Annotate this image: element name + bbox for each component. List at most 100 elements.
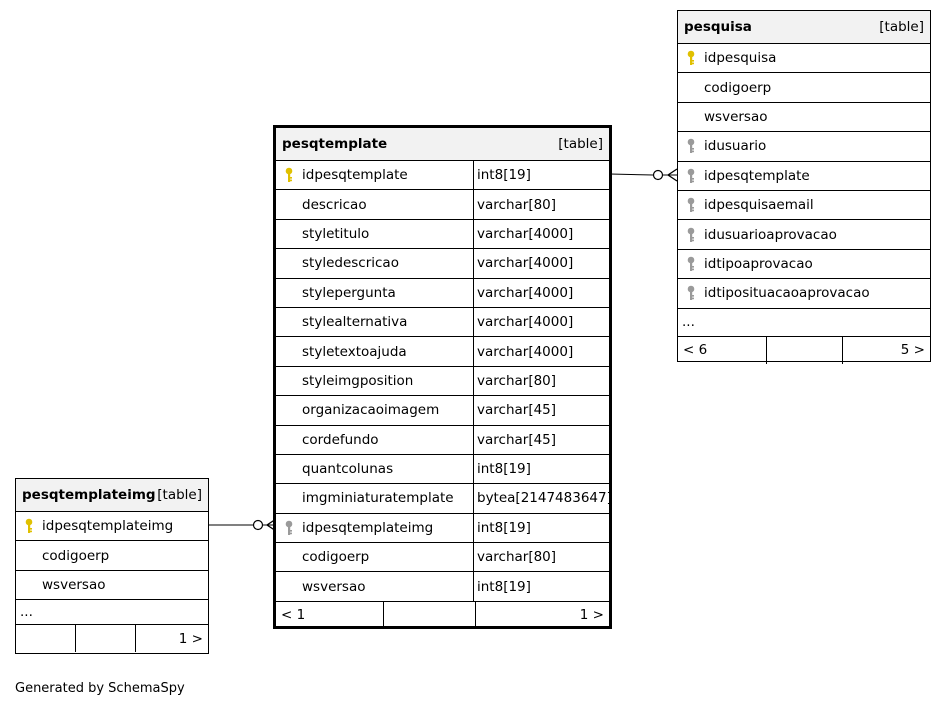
column-name: codigoerp — [302, 549, 370, 566]
footer-middle-cell — [75, 625, 135, 653]
column-row-idpesquisa[interactable]: idpesquisa — [678, 44, 930, 74]
column-row-idpesquisaemail[interactable]: idpesquisaemail — [678, 191, 930, 221]
primary-key-icon — [24, 518, 34, 534]
table-header: pesqtemplate [table] — [276, 128, 609, 161]
foreign-key-icon — [686, 256, 696, 272]
table-header: pesqtemplateimg [table] — [16, 479, 208, 512]
table-footer: < 6 5 > — [678, 336, 930, 364]
column-name: idpesquisaemail — [704, 197, 814, 214]
column-datatype: varchar[4000] — [473, 337, 609, 366]
more-columns-indicator: ... — [682, 314, 695, 331]
column-row-idusuarioaprovacao[interactable]: idusuarioaprovacao — [678, 220, 930, 250]
column-row-wsversao[interactable]: wsversao — [678, 103, 930, 133]
generated-by-credit: Generated by SchemaSpy — [15, 681, 185, 696]
column-row-idpesqtemplate[interactable]: idpesqtemplate int8[19] — [276, 161, 609, 191]
table-type-label: [table] — [157, 487, 202, 503]
table-type-label: [table] — [558, 136, 603, 152]
column-name: styletitulo — [302, 225, 370, 242]
parents-count[interactable] — [16, 625, 75, 652]
relationship-pesqtemplate-to-pesqtemplateimg — [208, 518, 277, 532]
column-name: idusuario — [704, 138, 767, 155]
children-count[interactable]: 1 > — [135, 625, 208, 653]
column-row-idpesqtemplateimg[interactable]: idpesqtemplateimg — [16, 512, 208, 542]
table-type-label: [table] — [879, 19, 924, 35]
column-row-idtiposituacaoaprovacao[interactable]: idtiposituacaoaprovacao — [678, 279, 930, 309]
column-name: organizacaoimagem — [302, 402, 440, 419]
column-row-wsversao[interactable]: wsversao int8[19] — [276, 572, 609, 602]
column-row-codigoerp[interactable]: codigoerp varchar[80] — [276, 543, 609, 573]
foreign-key-icon — [686, 197, 696, 213]
column-name: wsversao — [704, 108, 768, 125]
table-pesqtemplate[interactable]: pesqtemplate [table] idpesqtemplate int8[… — [273, 125, 612, 629]
more-columns-row: ... — [16, 600, 208, 626]
column-row-idusuario[interactable]: idusuario — [678, 132, 930, 162]
column-row-styletextoajuda[interactable]: styletextoajuda varchar[4000] — [276, 337, 609, 367]
column-name: stylealternativa — [302, 314, 408, 331]
column-name: codigoerp — [42, 547, 110, 564]
column-name: cordefundo — [302, 431, 379, 448]
table-pesqtemplateimg[interactable]: pesqtemplateimg [table] idpesqtemplateim… — [15, 478, 209, 654]
table-header: pesquisa [table] — [678, 11, 930, 44]
foreign-key-icon — [686, 138, 696, 154]
column-datatype: varchar[80] — [473, 190, 609, 219]
column-name: idpesqtemplateimg — [42, 518, 174, 535]
column-datatype: varchar[45] — [473, 396, 609, 425]
column-name: idpesqtemplateimg — [302, 519, 434, 536]
column-name: styletextoajuda — [302, 343, 407, 360]
column-name: idpesqtemplate — [704, 167, 810, 184]
table-name: pesqtemplate — [282, 136, 388, 152]
column-name: idpesquisa — [704, 50, 777, 67]
more-columns-row: ... — [678, 309, 930, 337]
column-name: idpesqtemplate — [302, 167, 408, 184]
column-row-cordefundo[interactable]: cordefundo varchar[45] — [276, 425, 609, 455]
column-row-imgminiaturatemplate[interactable]: imgminiaturatemplate bytea[2147483647] — [276, 484, 612, 514]
children-count[interactable]: 5 > — [842, 336, 930, 364]
foreign-key-icon — [686, 168, 696, 184]
footer-middle-cell — [766, 336, 842, 364]
column-name: codigoerp — [704, 79, 772, 96]
column-row-styleimgposition[interactable]: styleimgposition varchar[80] — [276, 366, 609, 397]
column-row-organizacaoimagem[interactable]: organizacaoimagem varchar[45] — [276, 396, 609, 426]
column-row-idpesqtemplate[interactable]: idpesqtemplate — [678, 162, 930, 191]
column-datatype: varchar[80] — [473, 543, 609, 572]
table-name: pesquisa — [684, 19, 752, 35]
column-name: wsversao — [302, 578, 366, 595]
more-columns-indicator: ... — [20, 604, 33, 621]
column-row-idpesqtemplateimg[interactable]: idpesqtemplateimg int8[19] — [276, 513, 609, 544]
column-datatype: int8[19] — [473, 161, 609, 190]
table-footer: < 1 1 > — [276, 601, 609, 629]
column-datatype: int8[19] — [473, 513, 609, 543]
relationship-pesquisa-to-pesqtemplate — [609, 168, 678, 182]
table-pesquisa[interactable]: pesquisa [table] idpesquisa codigoerp wsve… — [677, 10, 931, 364]
column-datatype: bytea[2147483647] — [473, 484, 612, 513]
column-row-idtipoaprovacao[interactable]: idtipoaprovacao — [678, 250, 930, 280]
parents-count[interactable]: < 6 — [683, 342, 708, 359]
column-datatype: varchar[45] — [473, 425, 609, 454]
column-name: idtiposituacaoaprovacao — [704, 285, 870, 302]
column-row-codigoerp[interactable]: codigoerp — [678, 73, 930, 103]
column-datatype: varchar[80] — [473, 366, 609, 396]
column-row-codigoerp[interactable]: codigoerp — [16, 541, 208, 571]
column-datatype: varchar[4000] — [473, 249, 609, 278]
primary-key-icon — [686, 50, 696, 66]
column-name: wsversao — [42, 576, 106, 593]
column-datatype: int8[19] — [473, 572, 609, 601]
column-name: imgminiaturatemplate — [302, 490, 454, 507]
column-row-styledescricao[interactable]: styledescricao varchar[4000] — [276, 249, 609, 279]
column-name: idtipoaprovacao — [704, 255, 813, 272]
column-row-descricao[interactable]: descricao varchar[80] — [276, 190, 609, 220]
column-name: descricao — [302, 196, 367, 213]
children-count[interactable]: 1 > — [475, 601, 609, 629]
column-row-stylealternativa[interactable]: stylealternativa varchar[4000] — [276, 307, 609, 338]
table-name: pesqtemplateimg — [22, 487, 156, 503]
parents-count[interactable]: < 1 — [281, 607, 306, 624]
column-row-wsversao[interactable]: wsversao — [16, 571, 208, 601]
column-name: quantcolunas — [302, 461, 394, 478]
column-name: styledescricao — [302, 255, 399, 272]
column-datatype: varchar[4000] — [473, 307, 609, 337]
column-name: styleimgposition — [302, 372, 414, 389]
foreign-key-icon — [686, 285, 696, 301]
